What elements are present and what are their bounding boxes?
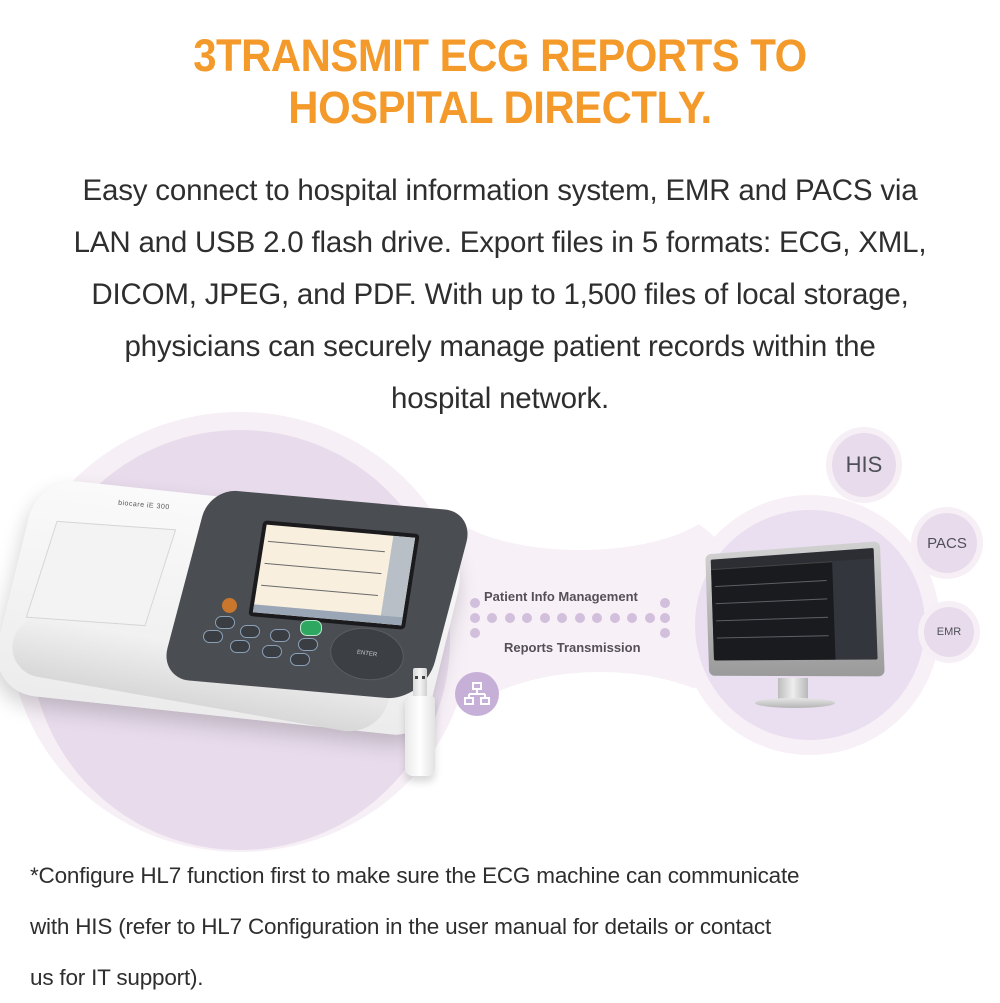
monitor-stand bbox=[778, 678, 808, 700]
dot bbox=[574, 613, 585, 623]
description-line: hospital network. bbox=[391, 382, 609, 415]
usb-body bbox=[405, 696, 435, 776]
key bbox=[230, 640, 250, 653]
page-title: 3TRANSMIT ECG REPORTS TO HOSPITAL DIRECT… bbox=[35, 30, 965, 134]
dotted-connector bbox=[487, 613, 655, 623]
dot bbox=[627, 613, 637, 623]
dot bbox=[539, 613, 550, 623]
dot-column bbox=[470, 598, 480, 638]
dot bbox=[609, 613, 620, 623]
description-line: DICOM, JPEG, and PDF. With up to 1,500 f… bbox=[91, 278, 909, 311]
key bbox=[298, 638, 318, 651]
dot bbox=[592, 613, 602, 623]
ecg-trace bbox=[716, 616, 828, 622]
footnote-line: us for IT support). bbox=[30, 965, 204, 990]
power-key bbox=[222, 598, 237, 613]
ecg-trace bbox=[261, 584, 379, 597]
dot bbox=[470, 598, 480, 608]
dot bbox=[557, 613, 567, 623]
description: Easy connect to hospital information sys… bbox=[0, 165, 1000, 425]
ecg-trace bbox=[715, 579, 827, 588]
dot bbox=[470, 613, 480, 623]
pacs-bubble: PACS bbox=[917, 513, 977, 573]
emr-bubble: EMR bbox=[924, 607, 974, 657]
monitor-screen bbox=[710, 547, 878, 661]
key bbox=[290, 653, 310, 666]
dot bbox=[504, 613, 515, 623]
dot bbox=[660, 598, 670, 608]
dot-column bbox=[660, 598, 670, 638]
usb-flash-drive bbox=[405, 668, 435, 778]
ecg-screen bbox=[248, 520, 420, 630]
network-icon bbox=[455, 672, 499, 716]
his-bubble: HIS bbox=[832, 433, 896, 497]
start-key bbox=[300, 620, 322, 636]
description-line: Easy connect to hospital information sys… bbox=[82, 174, 918, 207]
enter-label: ENTER bbox=[356, 649, 378, 659]
reports-transmission-label: Reports Transmission bbox=[504, 640, 641, 655]
ecg-trace bbox=[264, 562, 382, 575]
dot bbox=[644, 613, 655, 623]
description-line: physicians can securely manage patient r… bbox=[124, 330, 876, 363]
key bbox=[203, 630, 223, 643]
ecg-trace bbox=[716, 635, 829, 639]
dot bbox=[660, 628, 670, 638]
key bbox=[240, 625, 260, 638]
dot bbox=[522, 613, 532, 623]
computer-monitor bbox=[700, 540, 890, 720]
monitor-base bbox=[755, 698, 835, 708]
key bbox=[270, 629, 290, 642]
dot bbox=[470, 628, 480, 638]
dot bbox=[487, 613, 497, 623]
connectivity-illustration: biocare iE 300 ENTER Patient Info Manage… bbox=[0, 400, 1000, 852]
footnote-line: *Configure HL7 function first to make su… bbox=[30, 863, 800, 888]
ecg-trace bbox=[267, 540, 385, 553]
description-line: LAN and USB 2.0 flash drive. Export file… bbox=[73, 226, 927, 259]
title-line-1: 3TRANSMIT ECG REPORTS TO bbox=[193, 30, 807, 81]
dot bbox=[660, 613, 670, 623]
software-side-panel bbox=[832, 558, 878, 660]
footnote: *Configure HL7 function first to make su… bbox=[30, 850, 990, 1003]
ecg-trace bbox=[715, 598, 828, 605]
usb-connector bbox=[413, 668, 427, 698]
key bbox=[215, 616, 235, 629]
key bbox=[262, 645, 282, 658]
title-line-2: HOSPITAL DIRECTLY. bbox=[288, 82, 712, 133]
background-shape bbox=[440, 440, 720, 550]
monitor-frame bbox=[705, 541, 885, 677]
patient-info-label: Patient Info Management bbox=[484, 589, 638, 604]
ecg-machine: biocare iE 300 ENTER bbox=[0, 400, 475, 820]
footnote-line: with HIS (refer to HL7 Configuration in … bbox=[30, 914, 772, 939]
